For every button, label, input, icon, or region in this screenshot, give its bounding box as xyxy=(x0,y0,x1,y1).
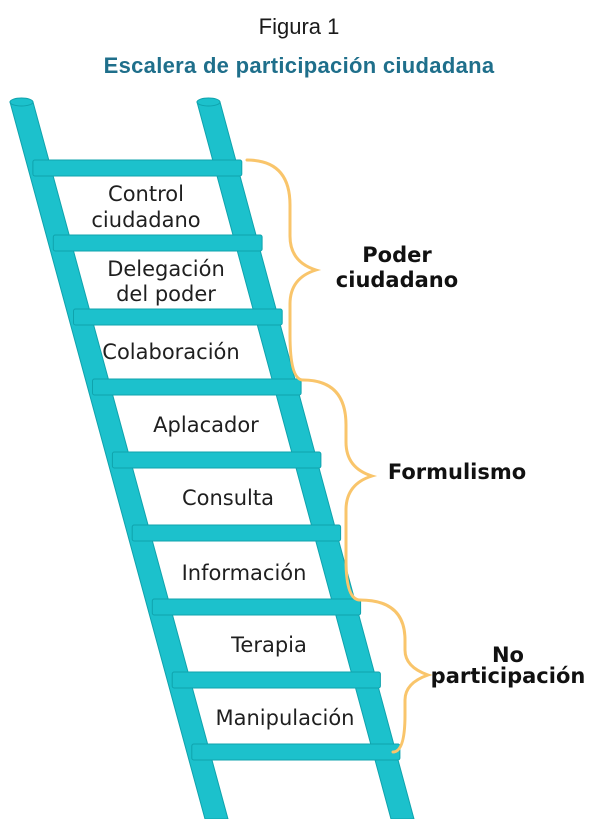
rung-label-manipulacion: Manipulación xyxy=(215,706,354,730)
group-label-no-participacion: No participación xyxy=(431,643,586,688)
ladder-left-rail-top xyxy=(9,97,34,107)
rung-label-line: Control xyxy=(108,182,184,206)
brace-no-participacion xyxy=(358,598,433,754)
ladder-rung xyxy=(92,378,302,396)
figure-number: Figura 1 xyxy=(258,14,340,39)
rung-label-aplacador: Aplacador xyxy=(153,413,259,437)
figure-title: Escalera de participación ciudadana xyxy=(103,53,495,78)
ladder-rung xyxy=(52,234,263,252)
rung-label-line: ciudadano xyxy=(91,208,200,232)
rung-label-consulta: Consulta xyxy=(182,486,274,510)
ladder-rung xyxy=(151,598,362,616)
group-label-poder-ciudadano: Poder ciudadano xyxy=(336,243,458,292)
group-label-line: Poder xyxy=(362,243,432,267)
ladder-rungs xyxy=(32,159,401,761)
brace-formulismo xyxy=(301,378,378,602)
rung-label-line: del poder xyxy=(116,282,216,306)
rung-label-control-ciudadano: Control ciudadano xyxy=(91,182,200,232)
group-label-formulismo: Formulismo xyxy=(388,460,526,484)
rung-label-colaboracion: Colaboración xyxy=(102,340,239,364)
ladder-rung xyxy=(131,524,342,542)
group-label-line: ciudadano xyxy=(336,268,458,292)
group-label-line: participación xyxy=(431,664,586,688)
ladder-rung xyxy=(111,451,322,469)
ladder-rung xyxy=(73,308,283,326)
rung-label-terapia: Terapia xyxy=(230,633,307,657)
ladder-right-rail-top xyxy=(196,97,221,107)
brace-poder-ciudadano xyxy=(245,158,322,382)
rung-label-line: Delegación xyxy=(107,257,225,281)
group-braces xyxy=(245,158,433,754)
group-label-line: No xyxy=(492,643,524,667)
ladder-rung xyxy=(171,671,381,689)
ladder-rung xyxy=(191,743,401,761)
ladder-rung xyxy=(32,159,243,177)
rung-label-informacion: Información xyxy=(182,561,307,585)
rung-label-delegacion-del-poder: Delegación del poder xyxy=(107,257,225,306)
